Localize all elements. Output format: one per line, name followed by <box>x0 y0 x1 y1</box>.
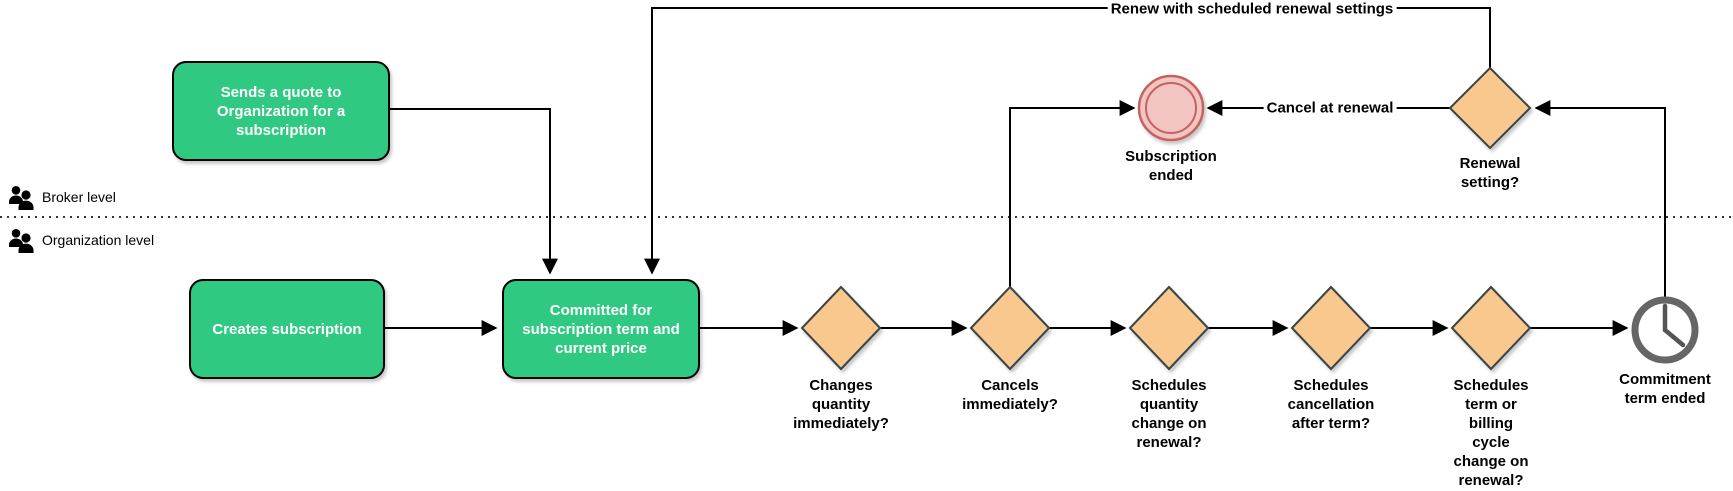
people-icon <box>9 186 34 210</box>
decision-renewal-setting <box>1448 66 1532 150</box>
node-creates-subscription: Creates subscription <box>189 279 385 379</box>
decision-schedules-quantity <box>1128 285 1210 371</box>
label-schedules-quantity: Schedules quantity change on renewal? <box>1131 377 1207 451</box>
label-schedules-term: Schedules term or billing cycle change o… <box>1453 377 1529 489</box>
node-sends-quote: Sends a quote to Organization for a subs… <box>172 61 390 161</box>
label-cancels-immediately: Cancels immediately? <box>962 377 1058 413</box>
edge-quote-to-committed <box>390 108 558 275</box>
lane-label-broker: Broker level <box>42 189 116 205</box>
people-icon <box>9 229 34 253</box>
edge-clock-to-renewal-setting <box>1534 100 1666 297</box>
decision-changes-quantity <box>800 285 882 371</box>
label-renewal-setting: Renewal setting? <box>1459 155 1521 191</box>
decision-schedules-cancellation <box>1290 285 1372 371</box>
edge-cancels-to-subscription-ended <box>1009 100 1136 288</box>
decision-schedules-term <box>1450 285 1532 371</box>
end-state-subscription-ended <box>1137 74 1205 142</box>
clock-icon <box>1631 296 1699 364</box>
label-subscription-ended: Subscription ended <box>1125 148 1217 184</box>
edge-label-renew: Renew with scheduled renewal settings <box>1107 0 1397 18</box>
label-commitment-term-ended: Commitment term ended <box>1619 371 1711 407</box>
node-committed: Committed for subscription term and curr… <box>502 279 700 379</box>
label-schedules-cancellation: Schedules cancellation after term? <box>1287 377 1375 432</box>
lane-label-organization: Organization level <box>42 232 155 248</box>
edge-label-cancel-at-renewal: Cancel at renewal <box>1263 99 1397 117</box>
label-changes-quantity: Changes quantity immediately? <box>793 377 889 432</box>
edge-renew-to-committed <box>644 7 1491 275</box>
decision-cancels-immediately <box>969 285 1051 371</box>
